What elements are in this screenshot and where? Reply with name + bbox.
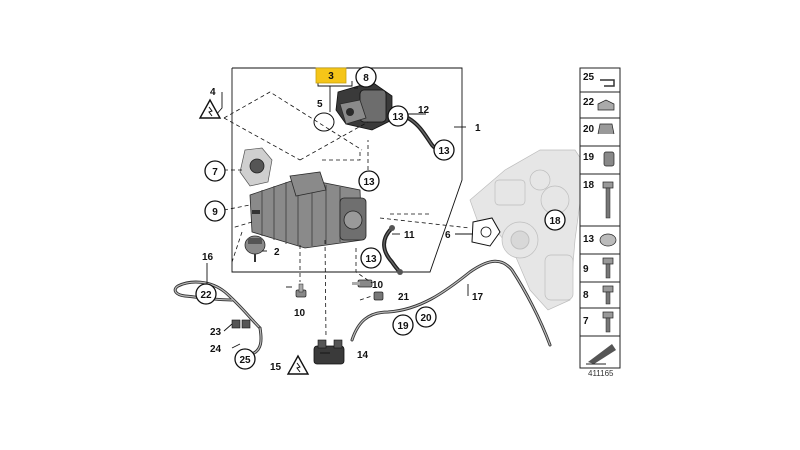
legend-8: 8	[583, 290, 589, 301]
svg-text:18: 18	[549, 216, 561, 227]
nut-21	[373, 291, 384, 301]
legend-7: 7	[583, 316, 589, 327]
callout-10-lower: 10	[294, 308, 306, 319]
callout-9: 9	[204, 200, 226, 222]
callout-12: 12	[418, 105, 430, 116]
callout-13b: 13	[433, 139, 455, 161]
callout-16: 16	[202, 252, 214, 263]
callout-23: 23	[210, 327, 222, 338]
callout-13a: 13	[387, 105, 409, 127]
coolant-hose-11	[382, 226, 402, 274]
warning-triangle-icon	[286, 354, 310, 375]
legend-19: 19	[583, 152, 595, 163]
legend-25: 25	[583, 72, 595, 83]
callout-10-right: 10	[372, 280, 384, 291]
legend-panel: 25 22 20 19 18 13 9 8 7	[579, 67, 621, 369]
svg-text:25: 25	[239, 355, 251, 366]
callout-4: 4	[210, 87, 216, 98]
callout-22: 22	[195, 283, 217, 305]
egr-valve	[335, 81, 393, 131]
svg-text:13: 13	[392, 112, 404, 123]
warning-triangle-icon	[198, 98, 222, 119]
callout-19: 19	[392, 314, 414, 336]
svg-text:9: 9	[212, 207, 218, 218]
callout-6: 6	[445, 230, 451, 241]
egr-cooler	[239, 147, 367, 249]
gasket-6	[471, 217, 501, 247]
svg-text:13: 13	[363, 177, 375, 188]
callout-1: 1	[475, 123, 481, 134]
gasket-ring	[313, 112, 335, 132]
plain-callouts: 4 5 12 1 2 11 6 16 10 21 10 17 23 24 14 …	[202, 87, 484, 373]
callout-5: 5	[317, 99, 323, 110]
intake-manifold-ghost	[469, 149, 586, 311]
hose-clamps	[389, 113, 447, 275]
svg-text:19: 19	[397, 321, 409, 332]
callout-18: 18	[544, 209, 566, 231]
legend-18: 18	[583, 180, 595, 191]
pressure-sensor	[313, 339, 345, 365]
vacuum-actuator	[244, 235, 266, 262]
callout-2: 2	[274, 247, 280, 258]
callout-21: 21	[398, 292, 410, 303]
diagram-number: 411165	[588, 369, 614, 378]
svg-text:8: 8	[363, 73, 369, 84]
legend-22: 22	[583, 97, 595, 108]
svg-text:20: 20	[420, 313, 432, 324]
callout-24: 24	[210, 344, 222, 355]
callout-11: 11	[404, 230, 415, 241]
callout-3-text: 3	[328, 71, 334, 82]
callout-17: 17	[472, 292, 484, 303]
callout-20: 20	[415, 306, 437, 328]
leader-lines	[206, 81, 473, 354]
arrow-corner-icon	[586, 344, 616, 365]
callout-7: 7	[204, 160, 226, 182]
bolt-10-right	[352, 279, 373, 288]
svg-text:22: 22	[200, 290, 212, 301]
svg-text:13: 13	[438, 146, 450, 157]
callout-15: 15	[270, 362, 282, 373]
legend-13: 13	[583, 234, 595, 245]
legend-9: 9	[583, 264, 589, 275]
bolt-10-lower	[295, 283, 307, 298]
callout-13d: 13	[360, 247, 382, 269]
callout-14: 14	[357, 350, 369, 361]
assembly-frame	[231, 67, 463, 273]
svg-text:13: 13	[365, 254, 377, 265]
callout-13c: 13	[358, 170, 380, 192]
svg-text:7: 7	[212, 167, 218, 178]
callout-25: 25	[234, 348, 256, 370]
connector-23	[231, 319, 251, 329]
highlight-callout-3: 3	[315, 67, 347, 84]
legend-20: 20	[583, 124, 595, 135]
pipe-17	[350, 259, 552, 347]
circled-callouts: 8 13 13 7 13 9 18 13 22 20 19 25	[195, 66, 566, 370]
callout-8: 8	[355, 66, 377, 88]
